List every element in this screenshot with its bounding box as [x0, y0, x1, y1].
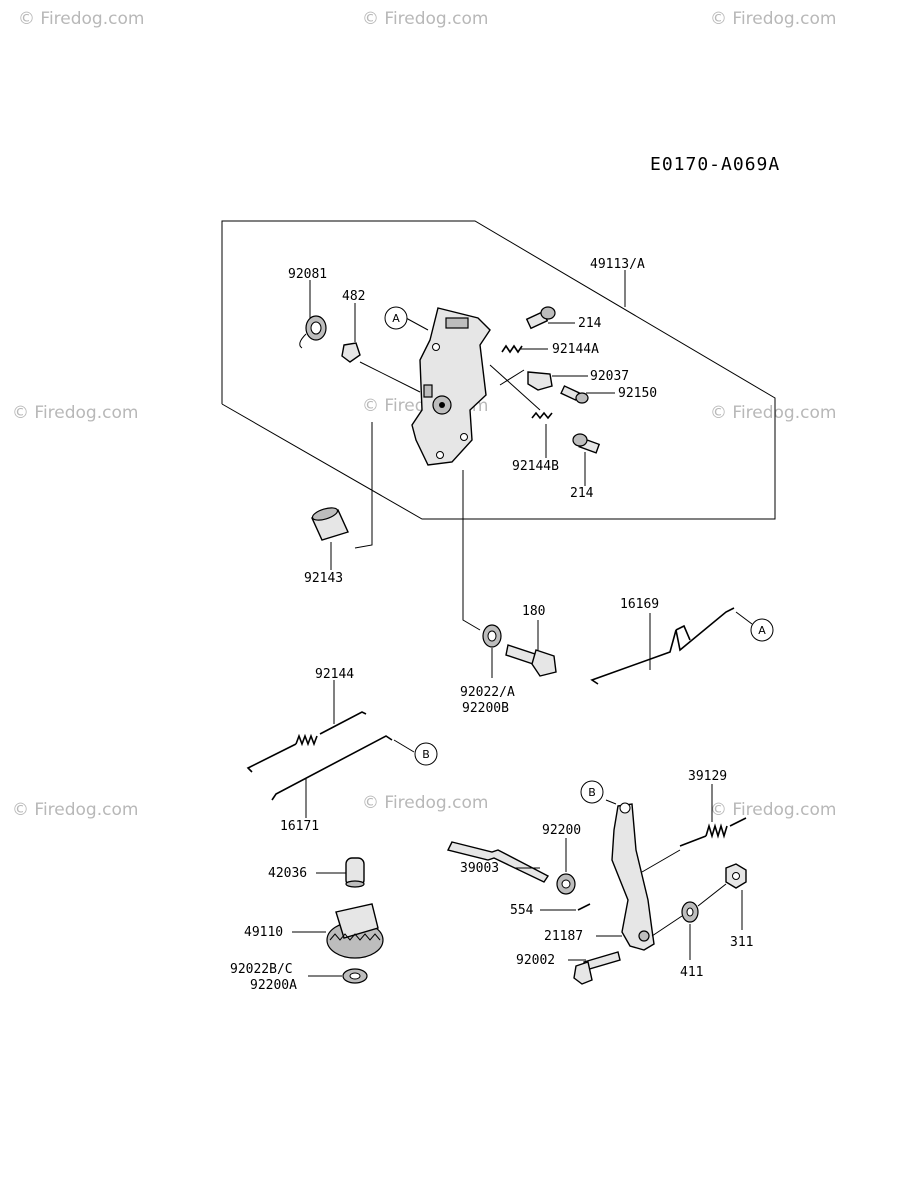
part-label: 49110: [244, 925, 283, 940]
watermark: © Firedog.com: [12, 800, 138, 820]
leader-line: [499, 369, 525, 386]
part-label: 482: [342, 289, 365, 304]
part-label: 92200B: [462, 701, 509, 716]
leaders: [309, 270, 626, 486]
nut-311: [725, 863, 747, 889]
bolt-92150: [560, 385, 589, 404]
part-label: 214: [570, 486, 594, 501]
bolt-180: [505, 644, 557, 677]
sleeve-92143: [311, 507, 349, 541]
part-label: 21187: [544, 929, 583, 944]
watermark: © Firedog.com: [18, 9, 144, 29]
part-label: 411: [680, 965, 703, 980]
leader-line: [651, 915, 683, 937]
ref-marker-b-left: B: [414, 742, 438, 766]
part-label: 92143: [304, 571, 343, 586]
part-labels: 49113/A 92081 482 214 92144A 92037 92150…: [230, 257, 753, 993]
part-label: 92022/A: [460, 685, 515, 700]
watermarks: © Firedog.com © Firedog.com © Firedog.co…: [12, 9, 836, 820]
part-label: 180: [522, 604, 545, 619]
part-label: 42036: [268, 866, 307, 881]
washer-92022BC: [342, 968, 368, 984]
governor-plate: [411, 307, 491, 466]
part-label: 554: [510, 903, 534, 918]
rod-16171: [271, 735, 393, 801]
leader-line: [354, 422, 373, 549]
part-label: 92200A: [250, 978, 297, 993]
diagram-code: E0170-A069A: [650, 154, 780, 175]
part-label: 49113/A: [590, 257, 645, 272]
leader-line: [641, 849, 681, 873]
watermark: © Firedog.com: [362, 9, 488, 29]
leader-line: [735, 611, 753, 625]
leader-line: [393, 739, 415, 753]
ref-marker-label: B: [588, 786, 596, 799]
clip-482: [341, 342, 361, 363]
bolt-214-top: [525, 306, 556, 330]
ref-marker-a-right: A: [750, 618, 774, 642]
leader-line: [697, 883, 727, 907]
watermark: © Firedog.com: [710, 800, 836, 820]
part-label: 311: [730, 935, 753, 950]
part-label: 92150: [618, 386, 657, 401]
washer-92022A: [482, 624, 502, 648]
part-label: 39003: [460, 861, 499, 876]
part-label: 92037: [590, 369, 629, 384]
ref-marker-a-top: A: [384, 306, 408, 330]
leader-line: [605, 799, 617, 805]
spring-92081: [299, 315, 327, 349]
pin-554: [577, 903, 591, 911]
bolt-92002: [573, 951, 621, 985]
watermark: © Firedog.com: [12, 403, 138, 423]
spring-92144: [246, 711, 367, 773]
bolt-214-bottom: [572, 433, 601, 454]
bracket-92037: [527, 371, 553, 391]
part-label: 92081: [288, 267, 327, 282]
spring-39129: [679, 817, 747, 847]
leader-line: [359, 361, 421, 393]
ref-marker-label: A: [758, 624, 766, 637]
watermark: © Firedog.com: [710, 9, 836, 29]
part-label: 92144B: [512, 459, 559, 474]
ref-marker-label: B: [422, 748, 430, 761]
ref-marker-b-lower: B: [580, 780, 604, 804]
shaft-39003: [446, 841, 550, 883]
spring-92144A: [501, 344, 523, 354]
leader-line: [462, 470, 481, 631]
part-label: 92002: [516, 953, 555, 968]
ref-marker-label: A: [392, 312, 400, 325]
part-label: 92022B/C: [230, 962, 293, 977]
washer-92200: [556, 873, 576, 895]
part-label: 214: [578, 316, 602, 331]
leader-line: [489, 364, 541, 411]
washer-411: [681, 901, 699, 923]
watermark: © Firedog.com: [710, 403, 836, 423]
watermark: © Firedog.com: [362, 793, 488, 813]
assembly-outline: [221, 220, 776, 520]
part-label: 16169: [620, 597, 659, 612]
part-label: 92144: [315, 667, 354, 682]
gear-49110: [326, 903, 384, 959]
part-label: 16171: [280, 819, 319, 834]
part-label: 39129: [688, 769, 727, 784]
rod-16169: [590, 607, 735, 685]
pin-42036: [345, 857, 365, 888]
lever-21187: [611, 802, 655, 951]
spring-92144B: [531, 411, 553, 420]
part-label: 92200: [542, 823, 581, 838]
part-label: 92144A: [552, 342, 599, 357]
